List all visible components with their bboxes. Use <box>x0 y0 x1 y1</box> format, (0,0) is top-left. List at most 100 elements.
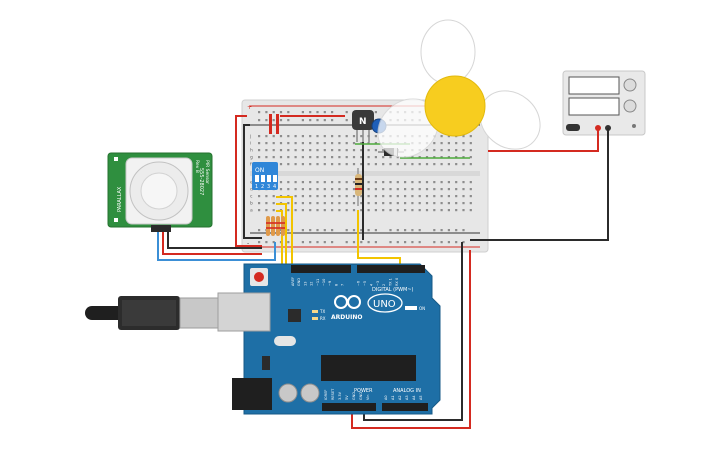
arduino-uno[interactable]: ARDUINO UNO DIGITAL (PWM~) POWER ANALOG … <box>217 263 441 415</box>
row-letter: c <box>250 195 253 200</box>
breadboard-hole <box>331 202 334 205</box>
rail-hole <box>447 229 450 232</box>
breadboard-hole <box>382 163 385 166</box>
breadboard-hole <box>462 181 465 184</box>
breadboard-hole <box>374 142 377 145</box>
usb-cable[interactable] <box>85 296 221 330</box>
breadboard-hole <box>279 135 283 138</box>
breadboard-hole <box>316 188 319 191</box>
pulldown-resistors[interactable] <box>266 216 285 236</box>
wire-left-rail-red[interactable] <box>235 115 262 247</box>
breadboard-hole <box>338 163 341 166</box>
rail-hole <box>258 119 261 122</box>
breadboard-hole <box>265 135 268 138</box>
arduino-tx-label: TX <box>319 309 325 314</box>
wire-arduino-5v[interactable] <box>351 250 471 429</box>
row-letter: g <box>250 156 253 161</box>
ceramic-capacitor[interactable] <box>269 114 279 134</box>
breadboard-hole <box>323 163 326 166</box>
breadboard-hole <box>447 188 450 191</box>
breadboard-hole <box>440 149 443 152</box>
dip-toggle-2[interactable] <box>261 175 265 182</box>
breadboard-hole <box>447 135 450 138</box>
rail-hole <box>258 241 261 244</box>
breadboard-hole <box>309 149 312 152</box>
breadboard-hole <box>389 163 392 166</box>
dip-switch[interactable]: ON 1 2 3 4 <box>252 162 278 190</box>
rail-hole <box>345 119 348 122</box>
breadboard-hole <box>411 209 414 212</box>
breadboard-hole <box>440 156 443 159</box>
row-letter: i <box>250 141 251 147</box>
breadboard-hole <box>345 142 348 145</box>
arduino-tx-led <box>312 310 318 313</box>
breadboard-hole <box>345 149 348 152</box>
arduino-reset-button[interactable] <box>254 272 264 282</box>
rail-hole <box>265 119 268 122</box>
breadboard-hole <box>411 156 414 159</box>
wire-pir-gnd[interactable] <box>167 230 262 249</box>
wire-psu-positive[interactable] <box>488 128 599 152</box>
breadboard-hole <box>309 135 312 138</box>
breadboard-hole <box>418 209 421 212</box>
breadboard-hole <box>272 149 275 152</box>
breadboard-hole <box>279 149 283 152</box>
digital-pin-label: 8 <box>334 284 338 286</box>
breadboard-hole <box>382 195 385 198</box>
dip-toggle-4[interactable] <box>273 175 277 182</box>
dip-number-3: 3 <box>267 184 270 190</box>
breadboard-hole <box>367 156 370 159</box>
breadboard-hole <box>455 142 458 145</box>
breadboard-hole <box>382 156 385 159</box>
wire-resistor-to-pin5[interactable] <box>357 210 401 268</box>
rail-hole <box>411 241 414 244</box>
psu-voltage-knob[interactable] <box>623 78 637 92</box>
arduino-power-label: POWER <box>354 388 373 394</box>
breadboard-hole <box>433 188 436 191</box>
breadboard-hole <box>425 209 429 212</box>
fan-blade-right <box>479 90 541 150</box>
breadboard-hole <box>396 195 399 198</box>
wire-pir-vcc[interactable] <box>162 230 262 255</box>
rail-hole <box>374 111 377 114</box>
rail-hole <box>345 241 348 244</box>
rail-hole <box>258 229 261 232</box>
breadboard-hole <box>331 209 334 212</box>
fan[interactable] <box>366 19 552 169</box>
digital-pin-label: TX 1 <box>389 278 393 287</box>
psu-current-knob[interactable] <box>623 99 637 113</box>
breadboard-hole <box>258 135 261 138</box>
breadboard-hole <box>301 149 304 152</box>
resistor-base[interactable] <box>355 168 362 206</box>
rail-plus-label: + <box>247 104 252 111</box>
breadboard-hole <box>294 195 297 198</box>
breadboard-hole <box>433 156 436 159</box>
rail-hole <box>455 241 458 244</box>
dip-toggle-1[interactable] <box>255 175 259 182</box>
breadboard-hole <box>455 163 458 166</box>
rail-hole <box>258 111 261 114</box>
rail-hole <box>352 229 356 232</box>
breadboard-hole <box>331 163 334 166</box>
breadboard-hole <box>338 149 341 152</box>
breadboard-hole <box>382 181 385 184</box>
arduino-digital-header-1 <box>291 265 351 273</box>
breadboard-hole <box>272 156 275 159</box>
power-supply[interactable] <box>562 70 646 136</box>
breadboard-hole <box>287 135 290 138</box>
breadboard-hole <box>345 181 348 184</box>
dip-toggle-3[interactable] <box>267 175 271 182</box>
wire-psu-negative[interactable] <box>470 128 609 241</box>
breadboard-hole <box>433 209 436 212</box>
arduino-on-led <box>405 306 417 310</box>
psu-switch[interactable] <box>566 124 580 131</box>
arduino-power-jack <box>232 378 272 410</box>
wire-left-rail-black[interactable] <box>243 124 262 239</box>
breadboard-hole <box>462 142 465 145</box>
pulldown-resistor-3 <box>276 216 280 236</box>
wire-pir-signal[interactable] <box>157 230 276 261</box>
row-letter: e <box>250 181 253 186</box>
pir-sensor[interactable]: PARALLAX 555-28027 PIR Sensor Rev B <box>107 152 213 232</box>
transistor[interactable]: N <box>352 110 374 142</box>
